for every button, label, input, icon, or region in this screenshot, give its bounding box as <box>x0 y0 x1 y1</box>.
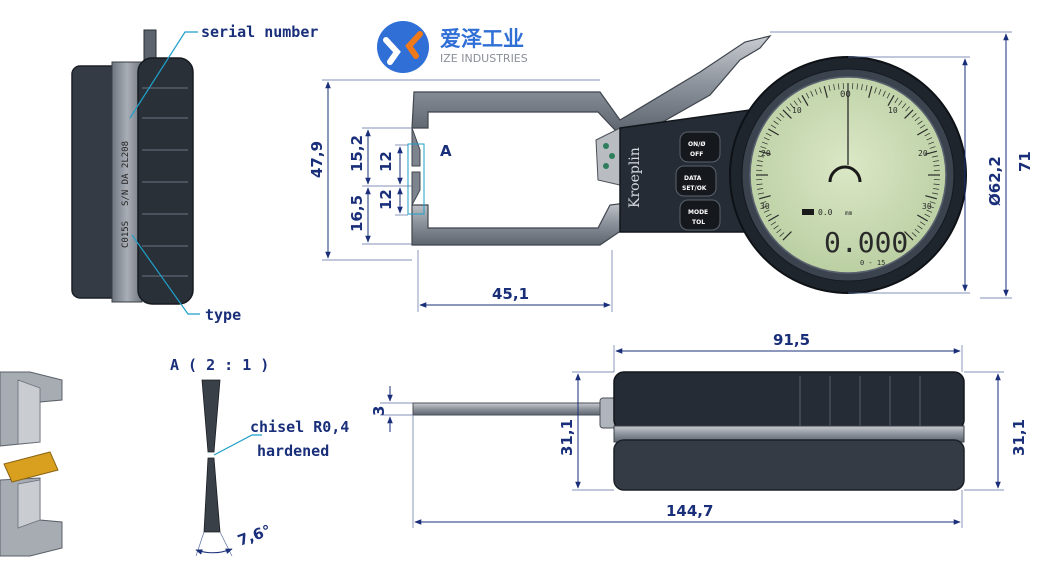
lower-jaw-arm <box>412 200 650 245</box>
indicator-dot <box>609 153 615 159</box>
on-off-button-top: ON/Ø <box>688 141 705 148</box>
zero-label: 0.0 <box>818 208 833 217</box>
angle-label: 7,6° <box>235 521 273 550</box>
mode-button-top: MODE <box>688 209 708 216</box>
bottom-housing-back <box>614 440 964 490</box>
dim-jaw-upper: 12 <box>377 151 395 172</box>
logo-circle <box>377 21 429 73</box>
digital-reading: 0.000 <box>824 226 908 259</box>
data-button-top: DATA <box>684 175 702 182</box>
bottom-view <box>413 372 964 490</box>
dim-overall-height: 71 <box>1016 151 1034 172</box>
data-button-bottom: SET/OK <box>682 185 707 192</box>
indicator-dot <box>603 163 609 169</box>
dim-height-total: 47,9 <box>308 141 326 178</box>
serial-number-label: serial number <box>201 23 318 41</box>
upper-jaw-tip <box>412 128 420 166</box>
range-label: 0 - 15 <box>860 259 885 267</box>
dial-number-30-left: 30 <box>760 202 770 211</box>
upper-jaw-3d-face <box>18 380 40 444</box>
button-mode[interactable]: MODE TOL <box>680 200 720 230</box>
dim-diameter: Ø62,2 <box>986 156 1004 206</box>
lower-jaw-3d-face <box>18 480 40 528</box>
dim-jaw-thickness: 3 <box>370 406 388 416</box>
dial-number-10-left: 10 <box>792 106 802 115</box>
side-view: C015S S/N DA 2L208 <box>72 30 193 304</box>
workpiece-insert <box>4 452 58 482</box>
detail-a-view: A ( 2 : 1 ) chisel R0,4 hardened 7,6° <box>170 356 349 556</box>
dim-height-left: 31,1 <box>558 419 576 456</box>
dial-number-30-right: 30 <box>922 202 932 211</box>
front-view: Kroeplin ON/Ø OFF DATA SET/OK MODE TOL 0… <box>412 36 966 293</box>
mode-button-bottom: TOL <box>692 219 705 226</box>
bottom-housing-top <box>614 372 964 430</box>
type-label: type <box>205 306 241 324</box>
hardened-label: hardened <box>257 442 329 460</box>
detail-marker: A <box>440 142 452 160</box>
dim-total-length: 144,7 <box>666 502 713 520</box>
button-data[interactable]: DATA SET/OK <box>676 166 716 196</box>
indicator-dot <box>603 143 609 149</box>
dim-body-width: 91,5 <box>773 331 810 349</box>
side-view-model-text: C015S <box>121 221 131 248</box>
button-on-off[interactable]: ON/Ø OFF <box>680 132 720 162</box>
dim-upper: 15,2 <box>348 135 366 172</box>
brand-label: Kroeplin <box>627 147 643 208</box>
jaw-3d-detail <box>0 372 62 556</box>
dial-number-0: 00 <box>840 90 851 100</box>
company-logo: 爱泽工业 IZE INDUSTRIES <box>377 21 528 73</box>
lower-jaw-tip <box>412 172 420 205</box>
logo-cn-text: 爱泽工业 <box>440 27 524 51</box>
battery-icon <box>802 209 814 215</box>
dial-number-10-right: 10 <box>888 106 898 115</box>
side-view-serial-text: S/N DA 2L208 <box>121 141 131 206</box>
dial-number-20-right: 20 <box>918 149 928 158</box>
dim-height-right: 31,1 <box>1010 419 1028 456</box>
chisel-upper <box>202 380 220 452</box>
dim-jaw-lower: 12 <box>377 189 395 210</box>
detail-title: A ( 2 : 1 ) <box>170 356 269 374</box>
logo-en-text: IZE INDUSTRIES <box>440 52 528 65</box>
dim-lower: 16,5 <box>348 195 366 232</box>
chisel-lower <box>204 458 220 532</box>
unit-label: mm <box>845 210 853 217</box>
on-off-button-bottom: OFF <box>690 151 703 158</box>
dial-number-20-left: 20 <box>761 149 771 158</box>
chisel-label: chisel R0,4 <box>250 418 349 436</box>
dim-depth: 45,1 <box>492 285 529 303</box>
